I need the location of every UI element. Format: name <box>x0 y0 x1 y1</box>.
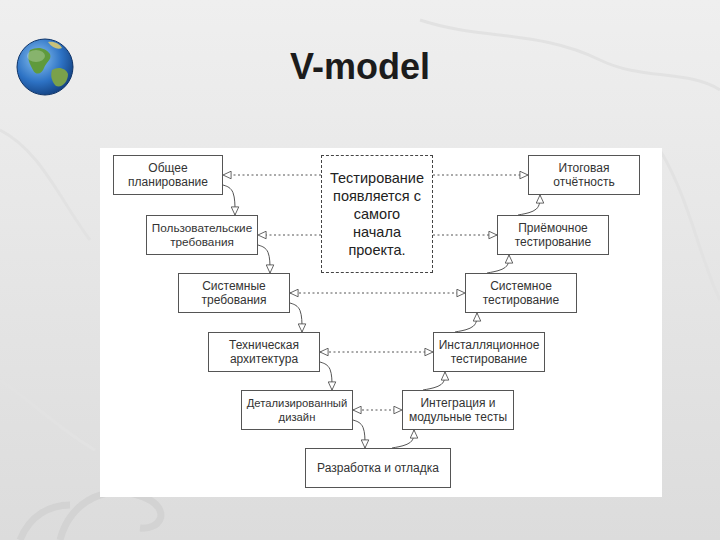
globe-icon <box>17 39 73 95</box>
dotted-arrow <box>320 352 433 353</box>
flow-arrow <box>320 362 332 390</box>
process-box: Приёмочное тестирование <box>497 215 609 255</box>
box-text: Пользовательские требования <box>151 221 253 249</box>
flow-arrow <box>223 185 235 215</box>
box-text: Системные требования <box>183 279 285 307</box>
process-box: Пользовательские требования <box>146 215 258 255</box>
dotted-arrow <box>433 175 528 176</box>
box-text: Тестирование появляется с самого начала … <box>328 169 426 259</box>
process-box: Итоговая отчётность <box>528 155 640 195</box>
flow-arrow <box>518 195 540 215</box>
box-text: Приёмочное тестирование <box>502 221 604 249</box>
box-text: Системное тестирование <box>470 279 572 307</box>
flow-arrow <box>487 255 509 273</box>
flow-arrow <box>392 430 414 448</box>
process-box: Общее планирование <box>113 155 223 195</box>
slide-title: V-model <box>160 46 560 88</box>
flow-arrow <box>423 372 445 390</box>
box-text: Инсталляционное тестирование <box>438 338 540 366</box>
process-box: Разработка и отладка <box>305 448 451 488</box>
process-box: Системное тестирование <box>465 273 577 313</box>
flow-arrow <box>258 245 270 273</box>
flow-arrow <box>455 313 477 332</box>
dotted-arrow <box>223 175 321 176</box>
box-text: Детализированный дизайн <box>246 396 348 424</box>
flow-arrow <box>353 420 365 448</box>
box-text: Интеграция и модульные тесты <box>407 396 509 424</box>
swirl-decoration <box>20 492 161 540</box>
process-box: Системные требования <box>178 273 290 313</box>
process-box: Инсталляционное тестирование <box>433 332 545 372</box>
box-text: Разработка и отладка <box>317 461 439 475</box>
dotted-arrow <box>258 235 321 236</box>
process-box: Интеграция и модульные тесты <box>402 390 514 430</box>
box-text: Общее планирование <box>118 161 218 189</box>
dotted-arrow <box>433 235 497 236</box>
dotted-arrow <box>290 293 465 294</box>
dotted-arrow <box>353 410 402 411</box>
flow-arrow <box>290 303 302 332</box>
box-text: Итоговая отчётность <box>533 161 635 189</box>
note-box: Тестирование появляется с самого начала … <box>321 155 433 273</box>
box-text: Техническая архитектура <box>213 338 315 366</box>
process-box: Техническая архитектура <box>208 332 320 372</box>
process-box: Детализированный дизайн <box>241 390 353 430</box>
